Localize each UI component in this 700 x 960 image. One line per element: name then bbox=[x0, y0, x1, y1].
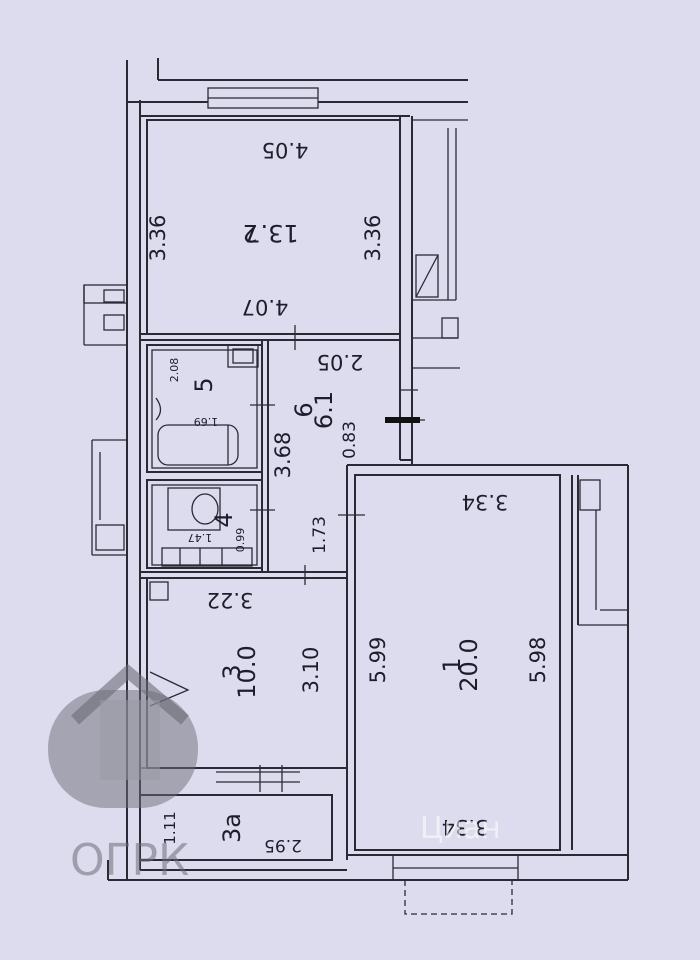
room-4-number: 4 bbox=[210, 512, 238, 527]
room-1-number: 1 bbox=[438, 657, 466, 672]
ogrk-logo: ОГРК bbox=[48, 664, 198, 886]
room-6-door-dim: 0.83 bbox=[340, 421, 360, 459]
room-6-area: 6.1 bbox=[310, 391, 338, 429]
room-3a-length: 2.95 bbox=[264, 835, 302, 855]
room-3a-number: 3a bbox=[218, 813, 246, 843]
room-3a-width: 1.11 bbox=[161, 811, 179, 844]
room-6-lower-dim: 1.73 bbox=[310, 516, 330, 554]
room-5-length: 1.69 bbox=[194, 415, 219, 428]
room-5-width: 2.08 bbox=[168, 358, 181, 383]
room-2-left-dim: 3.36 bbox=[146, 215, 170, 262]
room-3-number: 3 bbox=[218, 664, 246, 679]
room-3-top-dim: 3.22 bbox=[207, 588, 254, 612]
room-5-number: 5 bbox=[190, 377, 218, 392]
room-2-right-dim: 3.36 bbox=[361, 215, 385, 262]
room-1-area: 20.0 bbox=[455, 638, 483, 691]
logo-text: ОГРК bbox=[70, 835, 189, 886]
room-2-top-dim: 4.05 bbox=[262, 138, 309, 162]
room-1-right-dim: 5.98 bbox=[526, 637, 550, 684]
room-4-length: 1.47 bbox=[188, 531, 213, 544]
room-2-number: 2 bbox=[242, 219, 257, 247]
room-1-bottom-dim: 3.34 bbox=[442, 815, 489, 839]
room-3-right-dim: 3.10 bbox=[299, 647, 323, 694]
room-2-area: 13.7 bbox=[245, 219, 298, 247]
room-3-area: 10.0 bbox=[233, 645, 261, 698]
room-1-left-dim: 5.99 bbox=[366, 637, 390, 684]
room-2-bottom-dim: 4.07 bbox=[242, 295, 289, 319]
room-6-number: 6 bbox=[290, 402, 318, 417]
room-1-top-dim: 3.34 bbox=[462, 490, 509, 514]
watermark: Циан bbox=[420, 811, 501, 846]
room-6-top-dim: 2.05 bbox=[317, 350, 364, 374]
room-6-left-dim: 3.68 bbox=[271, 432, 295, 479]
room-4-width: 0.99 bbox=[234, 528, 247, 553]
